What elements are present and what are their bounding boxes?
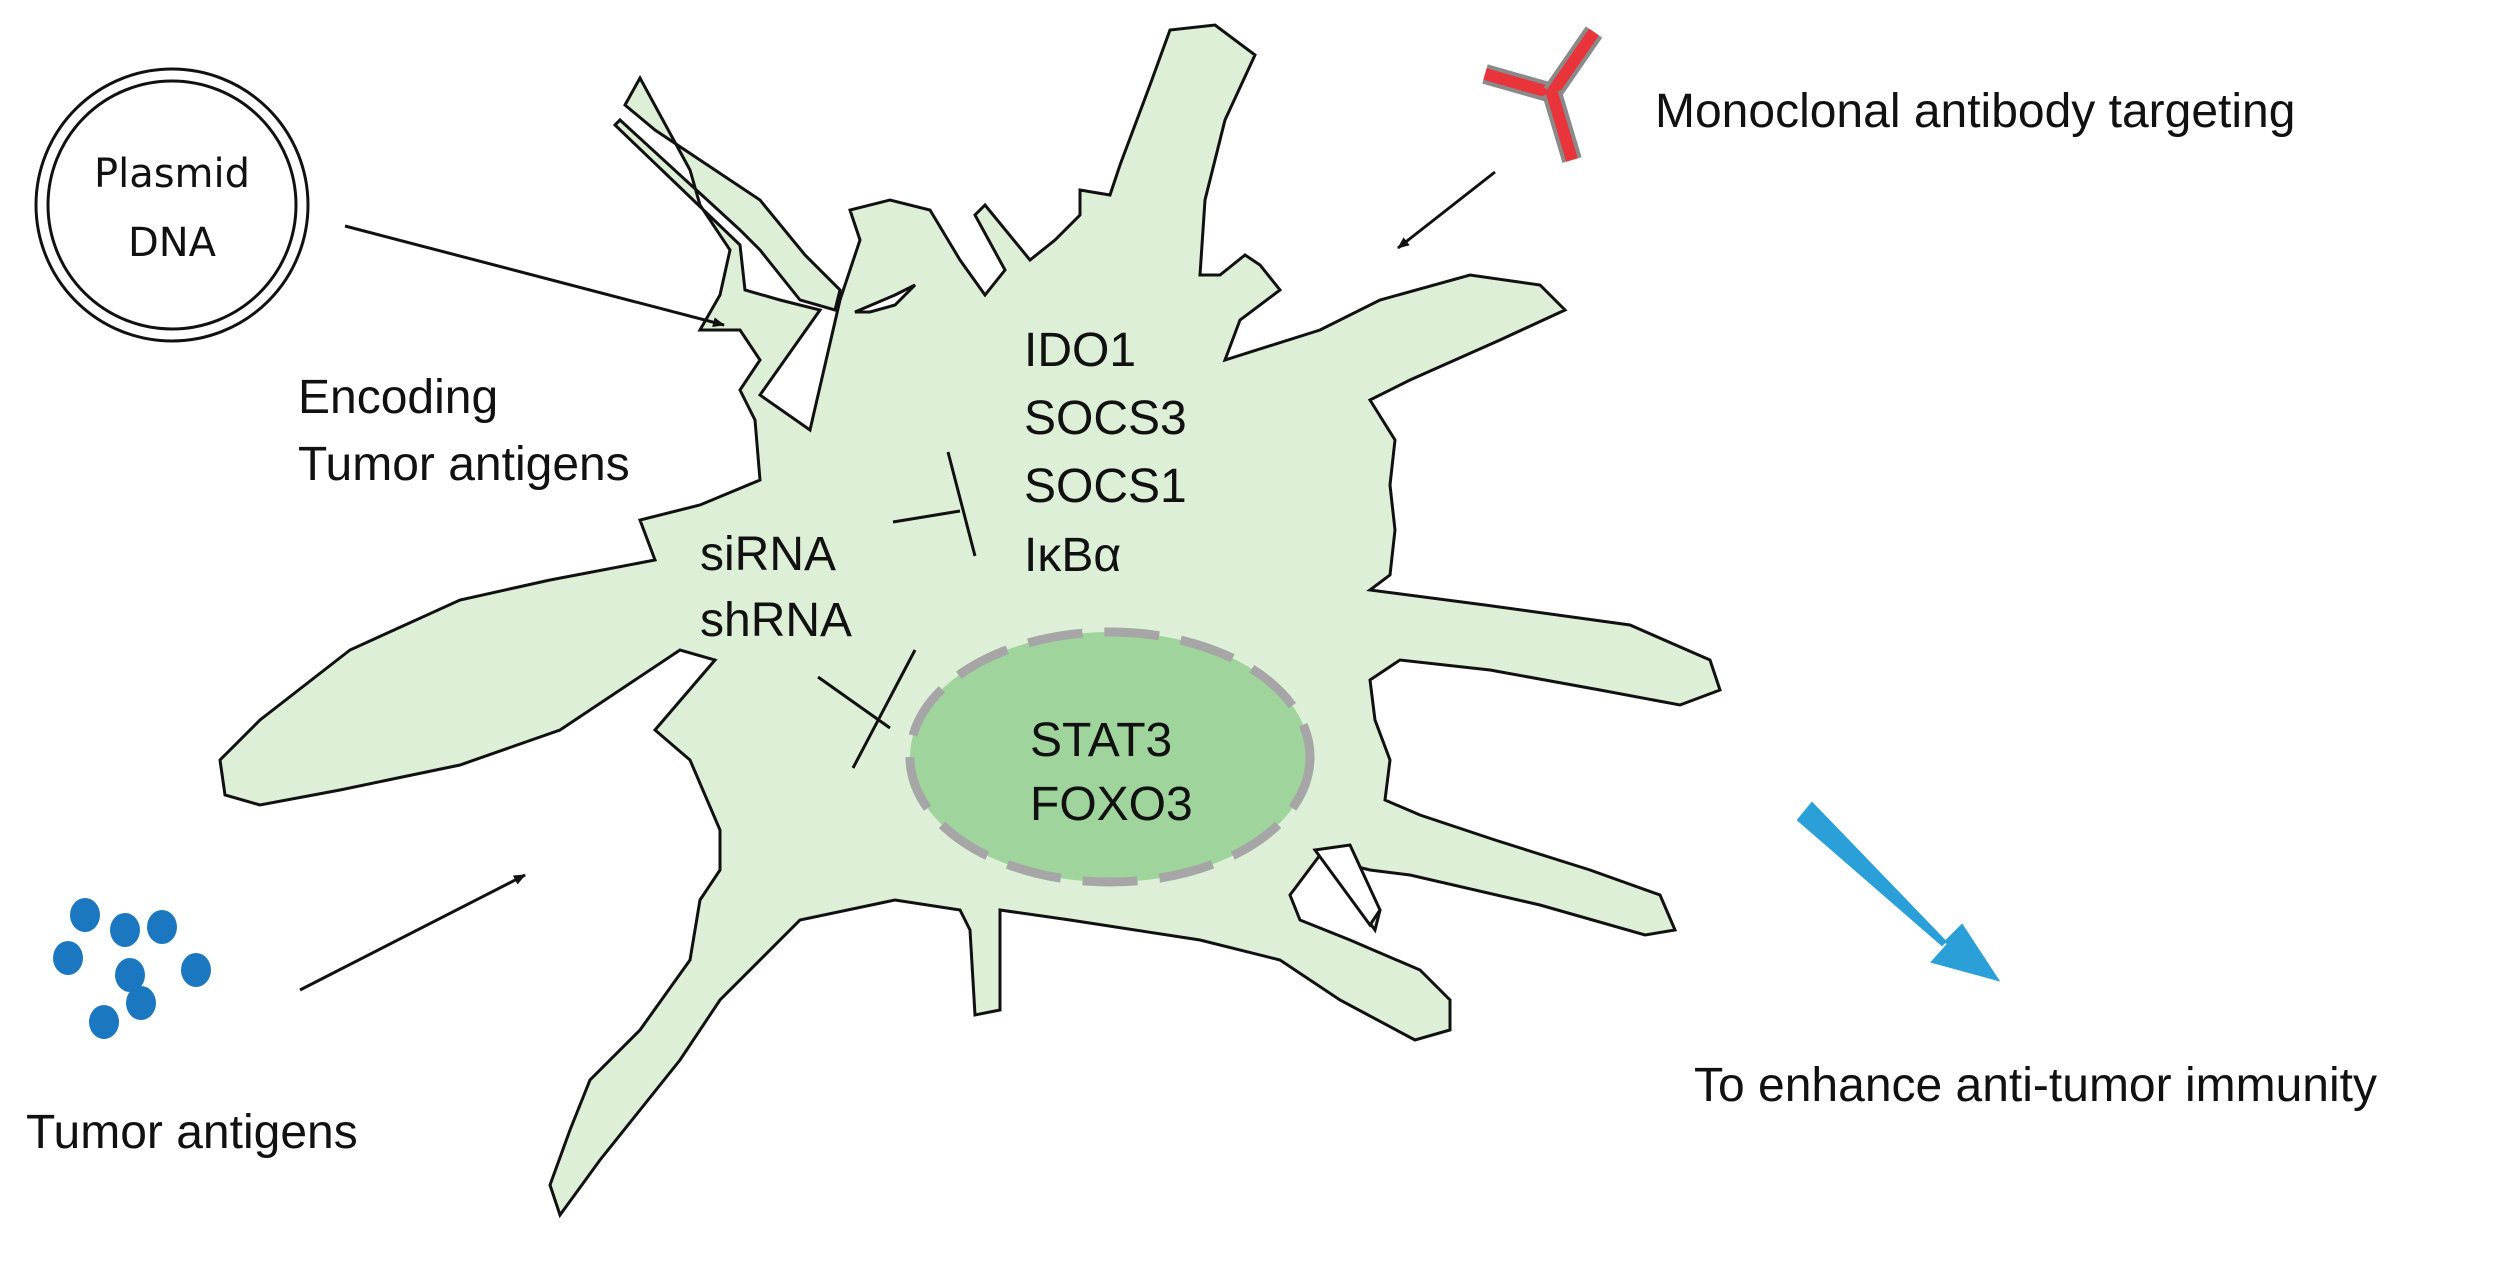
cell-notch-1 — [854, 283, 917, 314]
inhibition-cytoplasm-stem — [892, 509, 961, 524]
shrna-label: shRNA — [700, 594, 852, 647]
encoding-label-line1: Encoding — [298, 371, 498, 424]
antibody-stem-fill — [1546, 91, 1578, 162]
nucleus-target-stat3: STAT3 — [1030, 714, 1172, 767]
tumor-antigen-arrow — [299, 873, 526, 992]
plasmid-inner-ring — [46, 79, 298, 331]
outcome-arrow — [1796, 801, 2001, 982]
antibody-arrow — [1397, 170, 1496, 250]
antigen-dot — [89, 1005, 119, 1039]
antigen-dot — [70, 898, 100, 932]
antigen-dot — [126, 986, 156, 1020]
target-socs1: SOCS1 — [1024, 460, 1187, 513]
sirna-label: siRNA — [700, 528, 836, 581]
antigen-dot — [53, 941, 83, 975]
nucleus — [905, 627, 1315, 887]
target-socs3: SOCS3 — [1024, 392, 1187, 445]
antibody-right-arm-fill — [1547, 28, 1599, 97]
nucleus-target-foxo3: FOXO3 — [1030, 778, 1193, 831]
cell-notch-2 — [1312, 843, 1382, 928]
antigen-dot — [181, 953, 211, 987]
tumor-antigens-label: Tumor antigens — [26, 1106, 358, 1159]
target-ido1: IDO1 — [1024, 324, 1136, 377]
plasmid-label-line1: Plasmid — [94, 151, 250, 197]
inhibition-cytoplasm — [892, 451, 977, 557]
antibody-left-arm-fill — [1483, 68, 1554, 99]
antibody-label: Monoclonal antibody targeting — [1655, 85, 2295, 138]
plasmid-arrow — [344, 224, 725, 328]
plasmid-dna: Plasmid DNA — [34, 67, 310, 343]
outcome-arrow-shape — [1796, 801, 2001, 982]
target-ikba: IκBα — [1024, 529, 1121, 582]
cytoplasmic-targets: IDO1 SOCS3 SOCS1 IκBα — [1024, 324, 1187, 582]
outcome-label: To enhance anti-tumor immunity — [1694, 1059, 2377, 1112]
encoding-label-line2: Tumor antigens — [298, 438, 630, 491]
inhibition-cytoplasm-bar — [946, 451, 977, 557]
antigen-dot — [147, 910, 177, 944]
antigen-dot — [110, 913, 140, 947]
plasmid-label-line2: DNA — [128, 220, 217, 266]
inhibition-nucleus-bar — [851, 649, 917, 769]
antigen-dot — [115, 958, 145, 992]
dendritic-cell-body — [218, 23, 1722, 1219]
antibody-icon — [1482, 26, 1603, 163]
tumor-antigen-dots — [53, 898, 211, 1039]
inhibition-nucleus — [817, 649, 917, 769]
